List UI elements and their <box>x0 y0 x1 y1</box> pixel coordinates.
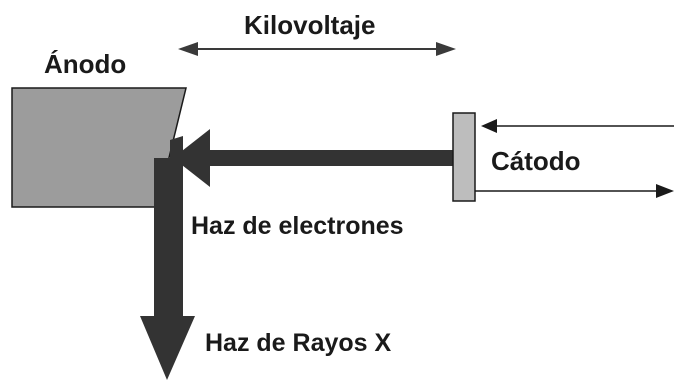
electron-beam-arrow <box>173 129 454 187</box>
cathode-label: Cátodo <box>491 146 581 176</box>
xray-beam-label: Haz de Rayos X <box>205 329 392 357</box>
cathode-input-arrowhead <box>481 119 497 133</box>
kilovoltage-arrow-right-head <box>436 42 456 56</box>
kilovoltage-label: Kilovoltaje <box>244 10 375 40</box>
kilovoltage-arrow <box>178 42 456 56</box>
electron-beam-label: Haz de electrones <box>191 212 404 240</box>
kilovoltage-arrow-left-head <box>178 42 198 56</box>
xray-beam-arrow <box>140 136 195 380</box>
anode-label: Ánodo <box>44 49 126 79</box>
xray-beam-head <box>140 316 195 380</box>
cathode-output-arrowhead <box>656 184 674 198</box>
cathode-block <box>452 112 476 202</box>
electron-beam-head <box>173 129 210 187</box>
xray-beam-shaft <box>154 158 183 320</box>
electron-beam-shaft <box>207 150 454 166</box>
cathode-output-lead <box>475 184 674 198</box>
cathode-input-lead <box>481 119 674 133</box>
